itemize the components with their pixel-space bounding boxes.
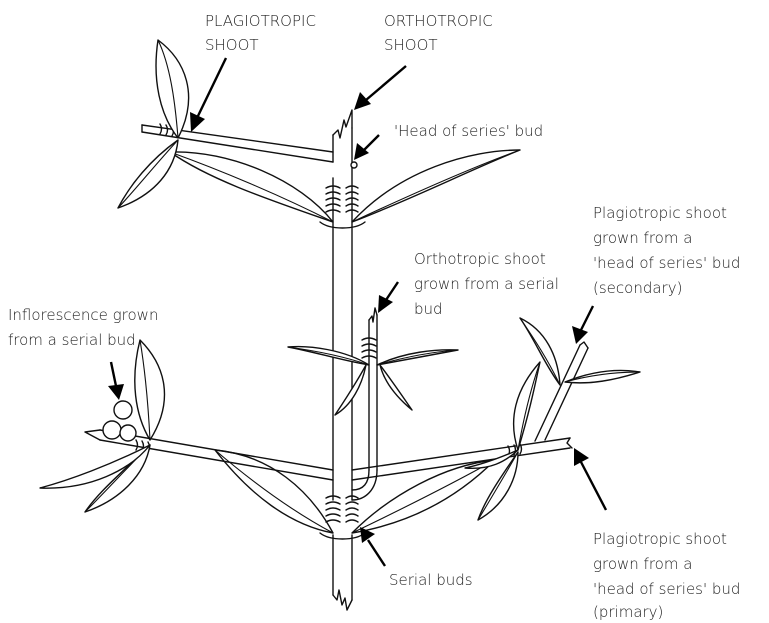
label-ortho-serial-line-1: Orthotropic shoot: [414, 250, 546, 268]
label-ortho-serial-line-2: grown from a serial: [414, 275, 559, 293]
label-ortho-from-serial: Orthotropic shoot grown from a serial bu…: [414, 250, 559, 318]
label-inflorescence-line-1: Inflorescence grown: [8, 306, 158, 324]
label-orthotropic-line-1: ORTHOTROPIC: [384, 12, 493, 30]
lower-right-plagiotropic-branch: [352, 318, 640, 520]
label-plagio-secondary-line-3: 'head of series' bud: [593, 254, 740, 272]
label-inflorescence-line-2: from a serial bud: [8, 331, 136, 349]
label-plagio-primary-line-3: 'head of series' bud: [593, 580, 740, 598]
upper-plagiotropic-branch: [118, 40, 333, 208]
label-plagio-secondary-line-1: Plagiotropic shoot: [593, 204, 727, 222]
label-serial-buds-line-1: Serial buds: [389, 571, 473, 589]
label-serial-buds: Serial buds: [389, 571, 473, 589]
label-plagiotropic-shoot: PLAGIOTROPIC SHOOT: [205, 12, 316, 54]
label-plagio-secondary: Plagiotropic shoot grown from a 'head of…: [593, 204, 740, 297]
label-plagiotropic-line-1: PLAGIOTROPIC: [205, 12, 316, 30]
label-plagio-secondary-line-4: (secondary): [593, 279, 682, 297]
label-plagiotropic-line-2: SHOOT: [205, 36, 259, 54]
upper-node-leaves: [170, 150, 520, 228]
secondary-orthotropic-shoot: [288, 308, 458, 500]
label-orthotropic-shoot: ORTHOTROPIC SHOOT: [384, 12, 493, 54]
label-orthotropic-line-2: SHOOT: [384, 36, 438, 54]
label-ortho-serial-line-3: bud: [414, 300, 443, 318]
label-plagio-primary: Plagiotropic shoot grown from a 'head of…: [593, 530, 740, 621]
label-plagio-primary-line-2: grown from a: [593, 555, 692, 573]
label-inflorescence: Inflorescence grown from a serial bud: [8, 306, 158, 349]
label-head-of-series-bud: 'Head of series' bud: [394, 122, 543, 140]
label-head-of-series-bud-line-1: 'Head of series' bud: [394, 122, 543, 140]
lower-node-leaves: [215, 450, 495, 539]
label-plagio-primary-line-4: (primary): [593, 603, 663, 621]
label-plagio-primary-line-1: Plagiotropic shoot: [593, 530, 727, 548]
label-plagio-secondary-line-2: grown from a: [593, 229, 692, 247]
